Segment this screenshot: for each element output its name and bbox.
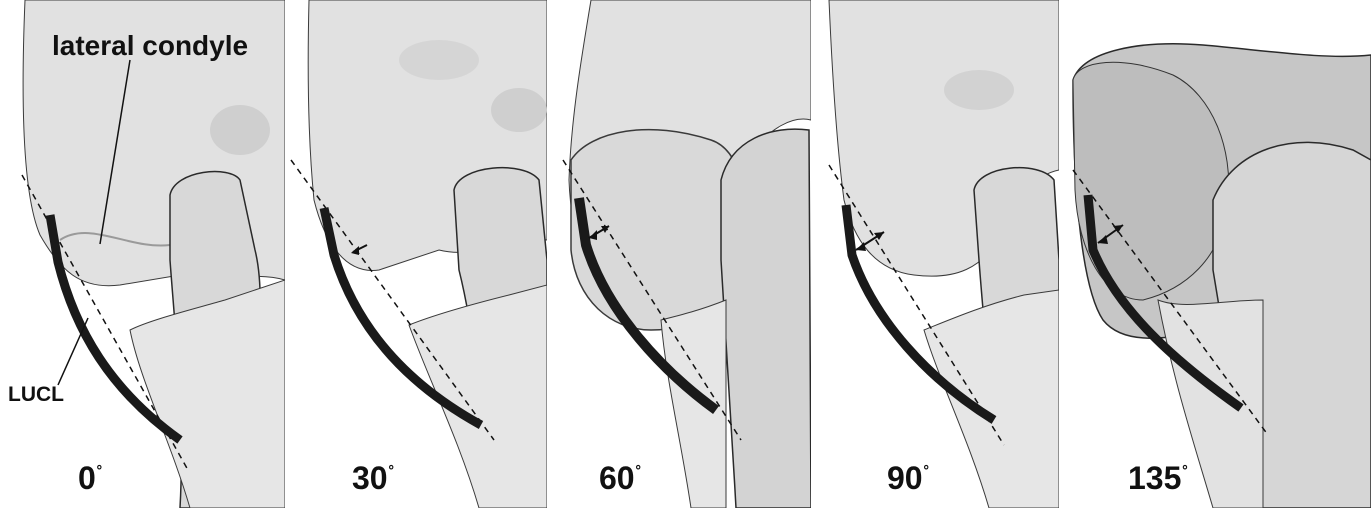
panel-135-deg: 135˚ [1063,0,1371,508]
degree-symbol: ˚ [636,464,642,484]
elbow-model-90 [814,0,1059,508]
angle-label-60: 60˚ [599,460,642,496]
degree-symbol: ˚ [389,464,395,484]
degree-symbol: ˚ [1182,464,1188,484]
angle-label-90: 90˚ [887,460,930,496]
degree-symbol: ˚ [97,464,103,484]
lucl-label: LUCL [8,383,64,407]
degree-symbol: ˚ [924,464,930,484]
angle-value: 30 [352,460,388,496]
panel-90-deg: 90˚ [814,0,1059,508]
angle-value: 60 [599,460,635,496]
elbow-model-135 [1063,0,1371,508]
angle-value: 0 [78,460,96,496]
angle-value: 90 [887,460,923,496]
angle-value: 135 [1128,460,1181,496]
panel-30-deg: 30˚ [289,0,547,508]
angle-label-0: 0˚ [78,460,103,496]
panel-0-deg: lateral condyle LUCL 0˚ [0,0,285,508]
elbow-model-60 [551,0,811,508]
angle-label-30: 30˚ [352,460,395,496]
elbow-model-30 [289,0,547,508]
lateral-condyle-label: lateral condyle [52,30,248,62]
angle-label-135: 135˚ [1128,460,1188,496]
panel-60-deg: 60˚ [551,0,811,508]
elbow-model-0 [0,0,285,508]
